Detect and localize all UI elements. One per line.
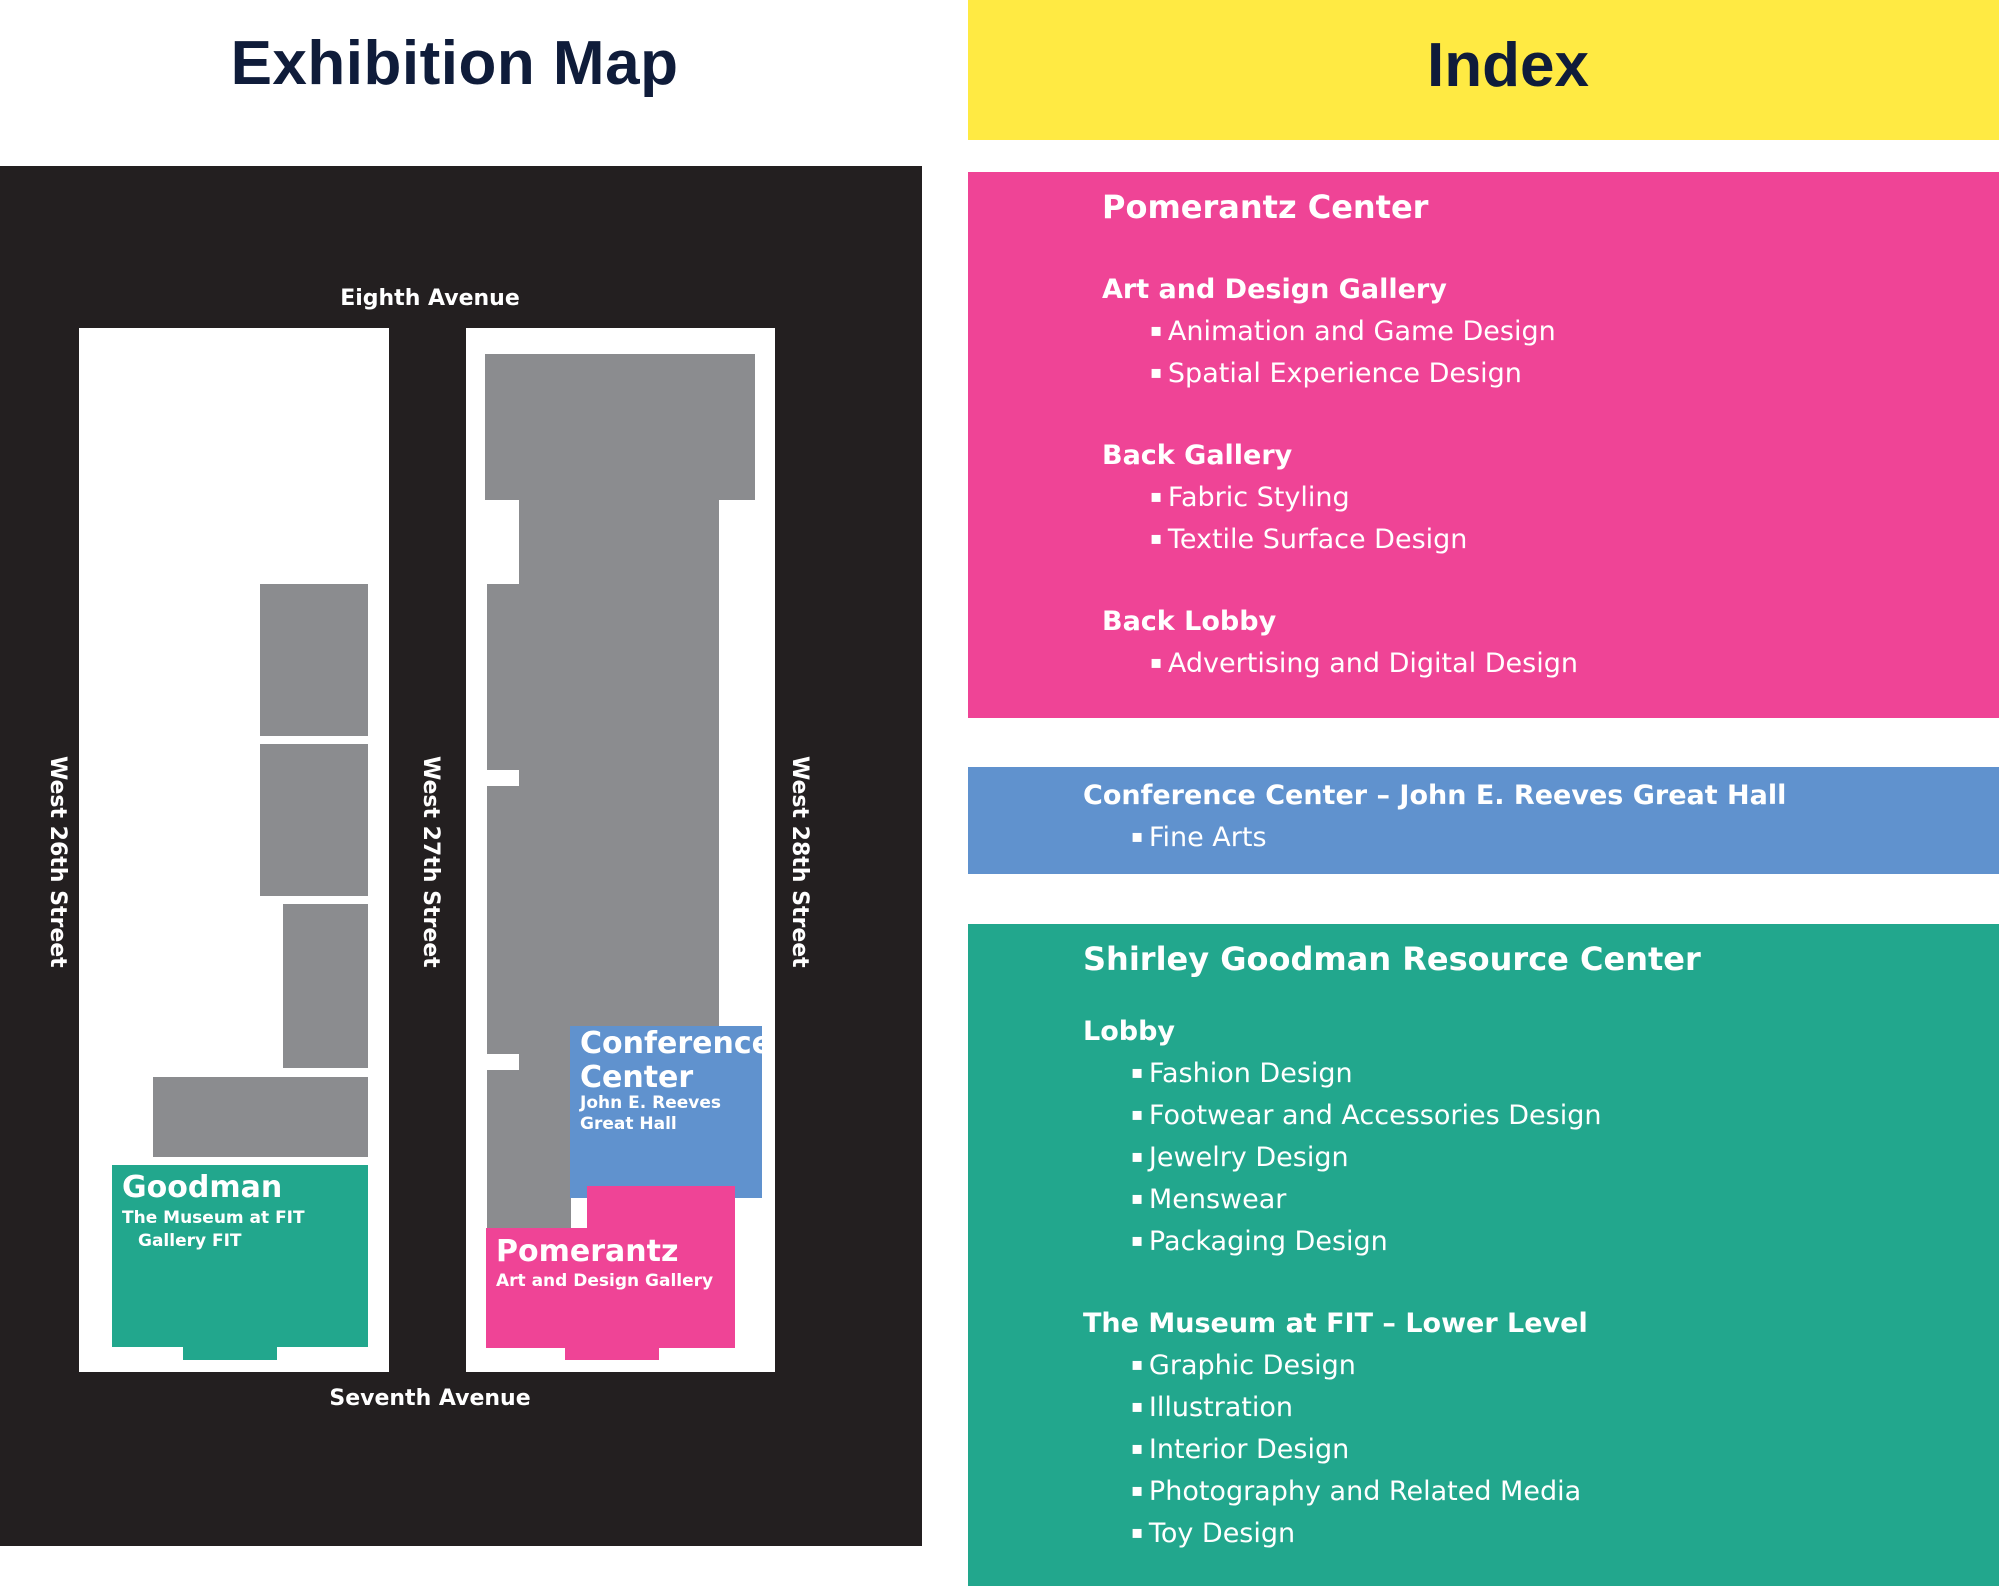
building <box>487 786 719 1054</box>
index-item[interactable]: Menswear <box>1131 1184 1286 1215</box>
index-group-title: Lobby <box>1083 1016 1176 1047</box>
building <box>519 768 719 788</box>
building <box>519 1050 571 1072</box>
index-item[interactable]: Graphic Design <box>1131 1350 1356 1381</box>
conference-zone[interactable] <box>570 1026 762 1198</box>
building <box>260 744 368 896</box>
goodman-zone-subtitle: The Museum at FIT <box>122 1208 305 1228</box>
building <box>519 498 719 588</box>
goodman-zone[interactable] <box>112 1165 368 1347</box>
index-item[interactable]: Fabric Styling <box>1150 482 1350 513</box>
pomerantz-zone-title: Pomerantz <box>496 1234 679 1269</box>
index-item[interactable]: Fine Arts <box>1131 822 1267 853</box>
index-item[interactable]: Illustration <box>1131 1392 1293 1423</box>
index-panel-pomerantz <box>968 172 1999 718</box>
goodman-entrance <box>183 1345 277 1360</box>
goodman-zone-subtitle-2: Gallery FIT <box>138 1231 242 1251</box>
street-west-28th: West 28th Street <box>787 756 812 968</box>
index-heading-goodman: Shirley Goodman Resource Center <box>1083 940 1701 978</box>
conference-zone-subtitle: John E. Reeves <box>580 1093 721 1113</box>
index-panel-conference <box>968 767 1999 874</box>
building <box>260 584 368 736</box>
index-item[interactable]: Animation and Game Design <box>1150 316 1556 347</box>
index-item[interactable]: Jewelry Design <box>1131 1142 1349 1173</box>
building <box>153 1077 368 1157</box>
index-item[interactable]: Advertising and Digital Design <box>1150 648 1578 679</box>
index-group-title: Art and Design Gallery <box>1102 274 1447 305</box>
index-item[interactable]: Photography and Related Media <box>1131 1476 1581 1507</box>
street-eighth-avenue: Eighth Avenue <box>340 286 520 311</box>
street-west-27th: West 27th Street <box>418 756 443 968</box>
pomerantz-zone-subtitle: Art and Design Gallery <box>496 1271 714 1291</box>
index-item[interactable]: Spatial Experience Design <box>1150 358 1522 389</box>
street-west-26th: West 26th Street <box>45 756 70 968</box>
index-group-title: The Museum at FIT – Lower Level <box>1083 1308 1588 1339</box>
street-seventh-avenue: Seventh Avenue <box>329 1386 531 1411</box>
building <box>487 1070 571 1230</box>
goodman-zone-title: Goodman <box>122 1170 283 1205</box>
index-item[interactable]: Packaging Design <box>1131 1226 1388 1257</box>
index-item[interactable]: Footwear and Accessories Design <box>1131 1100 1602 1131</box>
index-banner <box>968 0 1999 140</box>
index-title: Index <box>1427 31 1589 100</box>
pomerantz-zone[interactable] <box>486 1228 735 1348</box>
index-item[interactable]: Interior Design <box>1131 1434 1349 1465</box>
map-title: Exhibition Map <box>230 29 679 98</box>
pomerantz-entrance <box>565 1346 659 1360</box>
building <box>283 904 368 1068</box>
conference-zone-title: Conference <box>580 1026 773 1061</box>
conference-zone-title-2: Center <box>580 1060 694 1095</box>
index-heading-conference: Conference Center – John E. Reeves Great… <box>1083 780 1787 811</box>
index-item[interactable]: Fashion Design <box>1131 1058 1353 1089</box>
conference-zone-subtitle-2: Great Hall <box>580 1114 677 1134</box>
index-group-title: Back Gallery <box>1102 440 1293 471</box>
index-heading-pomerantz: Pomerantz Center <box>1102 188 1429 226</box>
index-group-title: Back Lobby <box>1102 606 1277 637</box>
index-item[interactable]: Toy Design <box>1131 1518 1295 1549</box>
building <box>485 354 755 500</box>
building <box>487 584 719 770</box>
index-item[interactable]: Textile Surface Design <box>1150 524 1467 555</box>
